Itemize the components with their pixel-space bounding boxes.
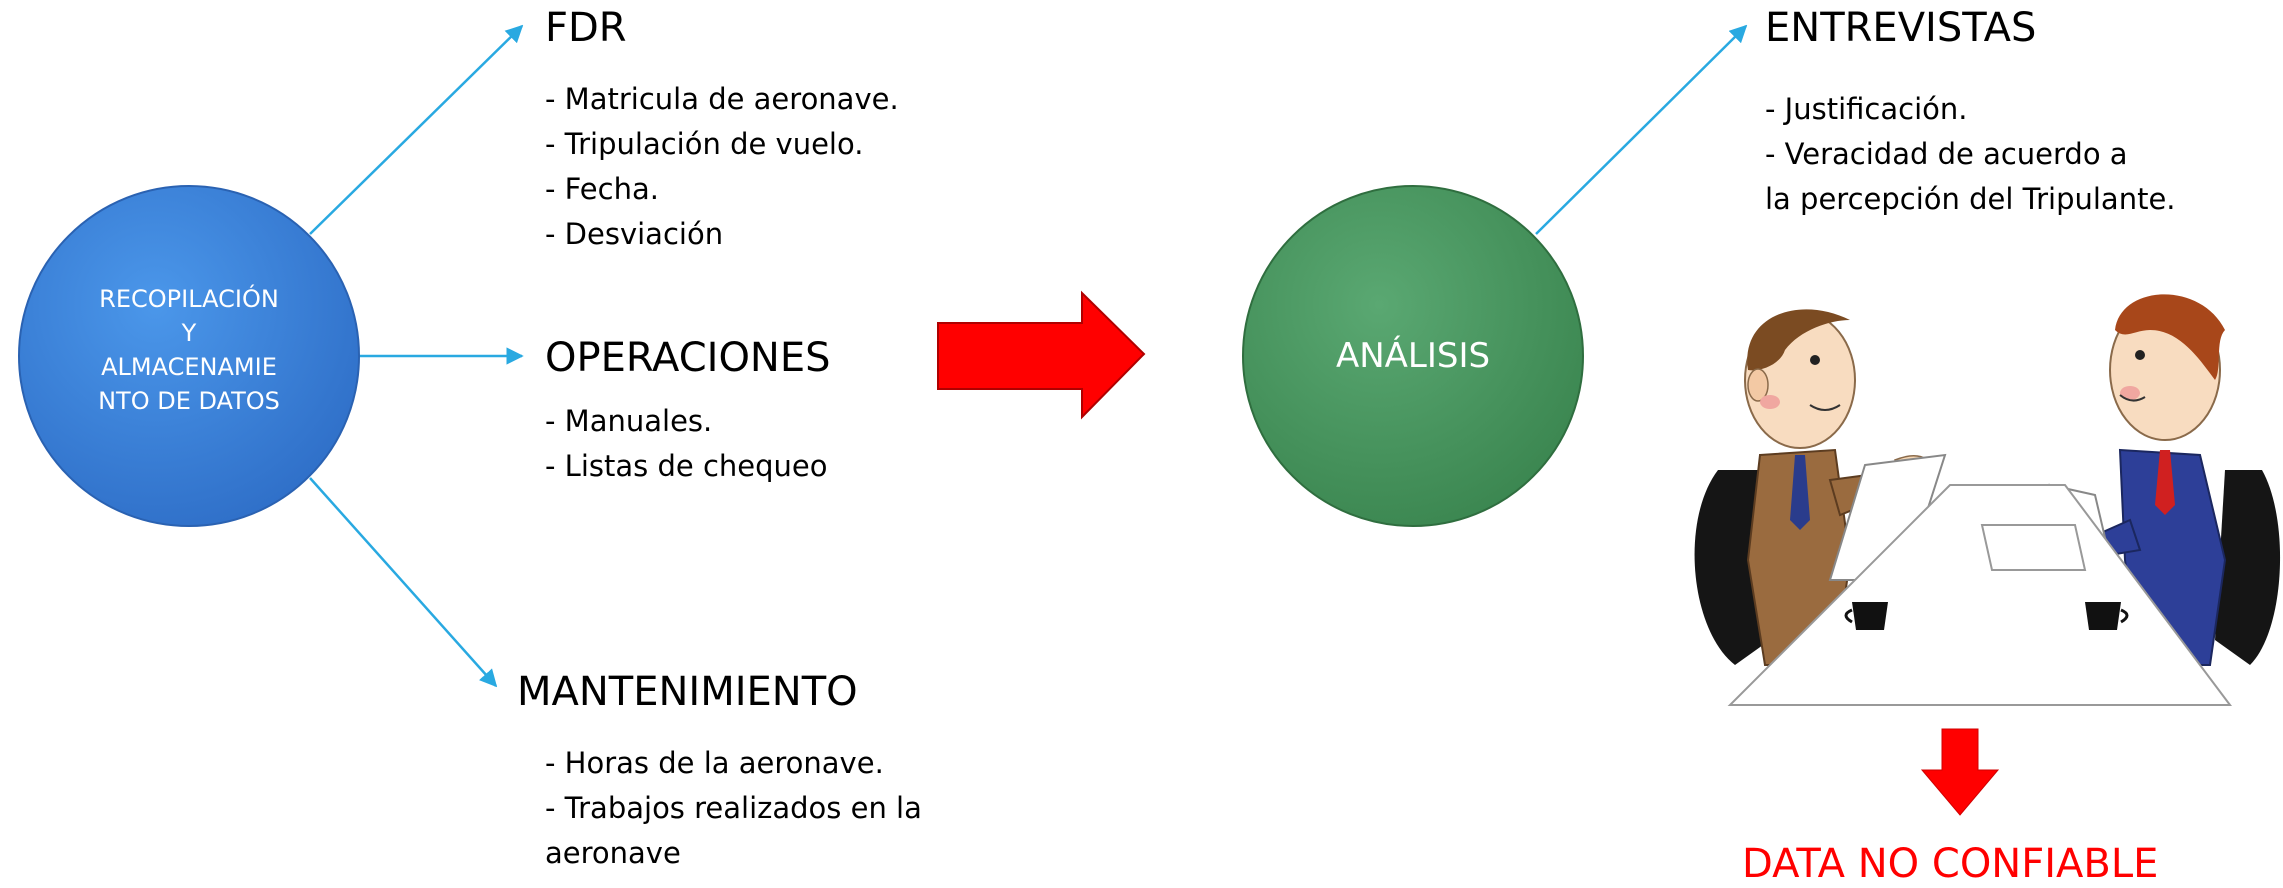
left-man-cheek xyxy=(1760,395,1780,409)
left-man-ear xyxy=(1747,368,1769,402)
recopilacion-label-line: RECOPILACIÓN xyxy=(99,285,279,313)
big-right-arrow-icon xyxy=(937,290,1146,420)
cup-right xyxy=(2085,602,2121,630)
mantenimiento-item: - Trabajos realizados en la xyxy=(545,791,922,825)
connector-to-fdr xyxy=(309,24,524,235)
right-man-eye xyxy=(2135,350,2145,360)
right-man-hair xyxy=(2115,294,2225,380)
mantenimiento-item: aeronave xyxy=(545,836,681,870)
recopilacion-label-line: NTO DE DATOS xyxy=(98,387,280,415)
recopilacion-label-line: ALMACENAMIE xyxy=(101,353,277,381)
fdr-item: - Desviación xyxy=(545,217,724,251)
entrevistas-item: la percepción del Tripulante. xyxy=(1765,182,2176,216)
right-chair xyxy=(2215,470,2281,665)
fdr-title: FDR xyxy=(545,5,627,51)
analisis-label: ANÁLISIS xyxy=(1335,336,1491,376)
mantenimiento-title: MANTENIMIENTO xyxy=(517,669,858,715)
interview-illustration xyxy=(1694,294,2281,706)
table-document xyxy=(1980,524,2087,571)
down-arrow-icon xyxy=(1920,728,2000,816)
operaciones-title: OPERACIONES xyxy=(545,335,831,381)
fdr-item: - Tripulación de vuelo. xyxy=(545,127,864,161)
connector-to-entrevistas xyxy=(1535,24,1748,235)
mantenimiento-item: - Horas de la aeronave. xyxy=(545,746,884,780)
entrevistas-item: - Justificación. xyxy=(1765,92,1968,126)
right-man-cheek xyxy=(2120,386,2140,400)
entrevistas-item: - Veracidad de acuerdo a xyxy=(1765,137,2128,171)
left-man-hair xyxy=(1747,309,1850,371)
right-man-tie xyxy=(2155,450,2175,515)
result-label: DATA NO CONFIABLE xyxy=(1742,841,2159,887)
cup-left-handle xyxy=(1844,608,1853,624)
analisis-circle xyxy=(1242,185,1584,527)
connector-to-mantenimiento xyxy=(309,477,498,688)
fdr-item: - Matricula de aeronave. xyxy=(545,82,899,116)
operaciones-item: - Listas de chequeo xyxy=(545,449,828,483)
table xyxy=(1727,484,2232,706)
recopilacion-label-line: Y xyxy=(181,319,197,347)
fdr-item: - Fecha. xyxy=(545,172,659,206)
left-man-eye xyxy=(1810,355,1820,365)
cup-right-handle xyxy=(2120,608,2129,624)
entrevistas-title: ENTREVISTAS xyxy=(1765,5,2037,51)
recopilacion-label: RECOPILACIÓN Y ALMACENAMIE NTO DE DATOS xyxy=(44,282,334,418)
left-man-mouth xyxy=(1809,404,1841,411)
operaciones-item: - Manuales. xyxy=(545,404,713,438)
recopilacion-circle xyxy=(18,185,360,527)
right-man-mouth xyxy=(2119,394,2146,402)
left-chair xyxy=(1694,470,1770,665)
cup-left xyxy=(1852,602,1888,630)
left-man-tie xyxy=(1790,455,1810,530)
